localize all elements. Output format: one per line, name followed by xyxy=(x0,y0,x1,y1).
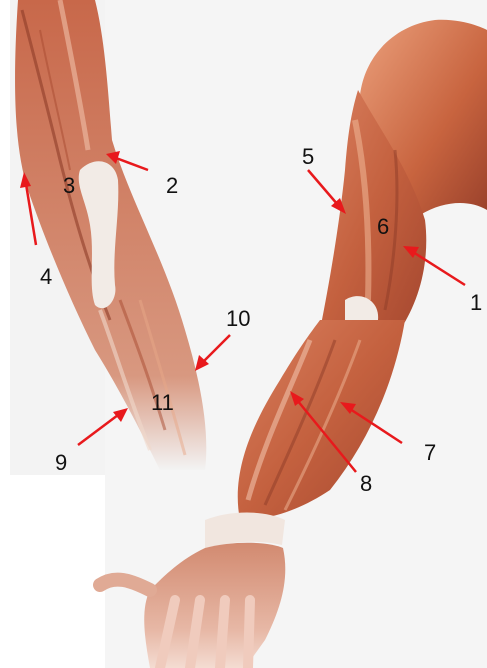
label-3: 3 xyxy=(63,175,75,197)
label-5: 5 xyxy=(302,146,314,168)
label-8: 8 xyxy=(360,473,372,495)
label-9: 9 xyxy=(55,452,67,474)
label-6: 6 xyxy=(377,216,389,238)
label-7: 7 xyxy=(424,442,436,464)
label-2: 2 xyxy=(166,175,178,197)
label-10: 10 xyxy=(226,308,250,330)
label-4: 4 xyxy=(40,266,52,288)
label-1: 1 xyxy=(470,292,482,314)
label-11: 11 xyxy=(151,392,174,414)
